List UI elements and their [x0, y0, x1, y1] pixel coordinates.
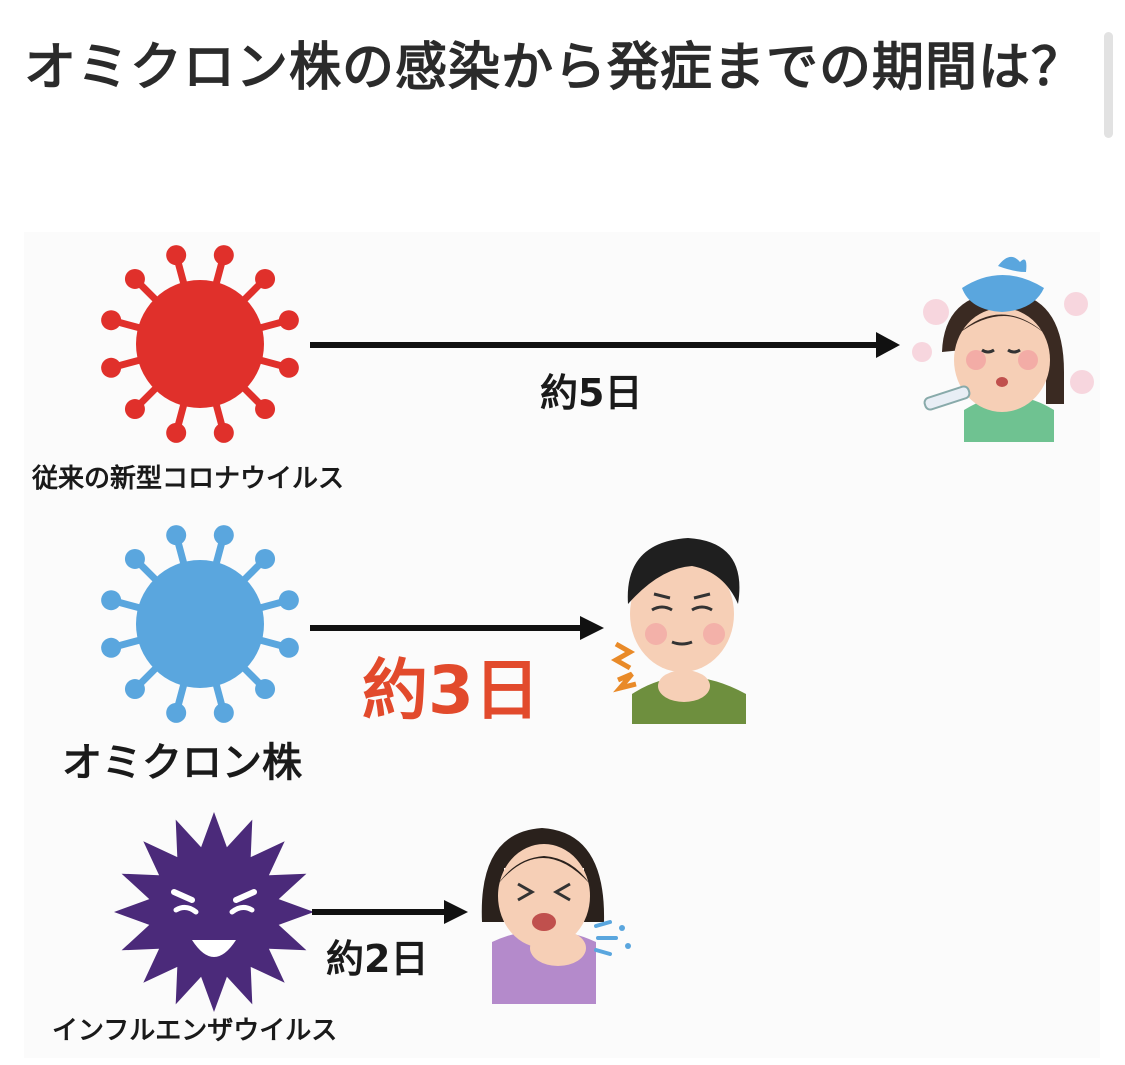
- incubation-diagram: 従来の新型コロナウイルス 約5日 オミクロン株 約3日 インフルエンザウイルス …: [24, 232, 1100, 1058]
- arrowhead-row-3: [444, 900, 468, 924]
- arrowhead-row-2: [580, 616, 604, 640]
- scrollbar[interactable]: [1104, 32, 1113, 138]
- coronavirus-red-icon: [101, 245, 299, 443]
- girl-coughing-icon: [481, 828, 631, 1004]
- virus-label-influenza: インフルエンザウイルス: [52, 1016, 338, 1046]
- diagram-graphics: [101, 245, 1094, 1012]
- influenza-virus-purple-icon: [114, 812, 314, 1012]
- duration-label-omicron: 約3日: [362, 652, 540, 729]
- virus-label-conventional: 従来の新型コロナウイルス: [32, 464, 345, 494]
- virus-label-omicron: オミクロン株: [62, 740, 302, 786]
- arrowhead-row-1: [876, 332, 900, 358]
- page-title: オミクロン株の感染から発症までの期間は？: [24, 38, 1085, 98]
- omicron-virus-blue-icon: [101, 525, 299, 723]
- sick-girl-with-fever-icon: [912, 256, 1094, 442]
- duration-label-influenza: 約2日: [326, 937, 429, 981]
- man-with-sore-throat-icon: [610, 538, 746, 724]
- duration-label-conventional: 約5日: [540, 371, 643, 415]
